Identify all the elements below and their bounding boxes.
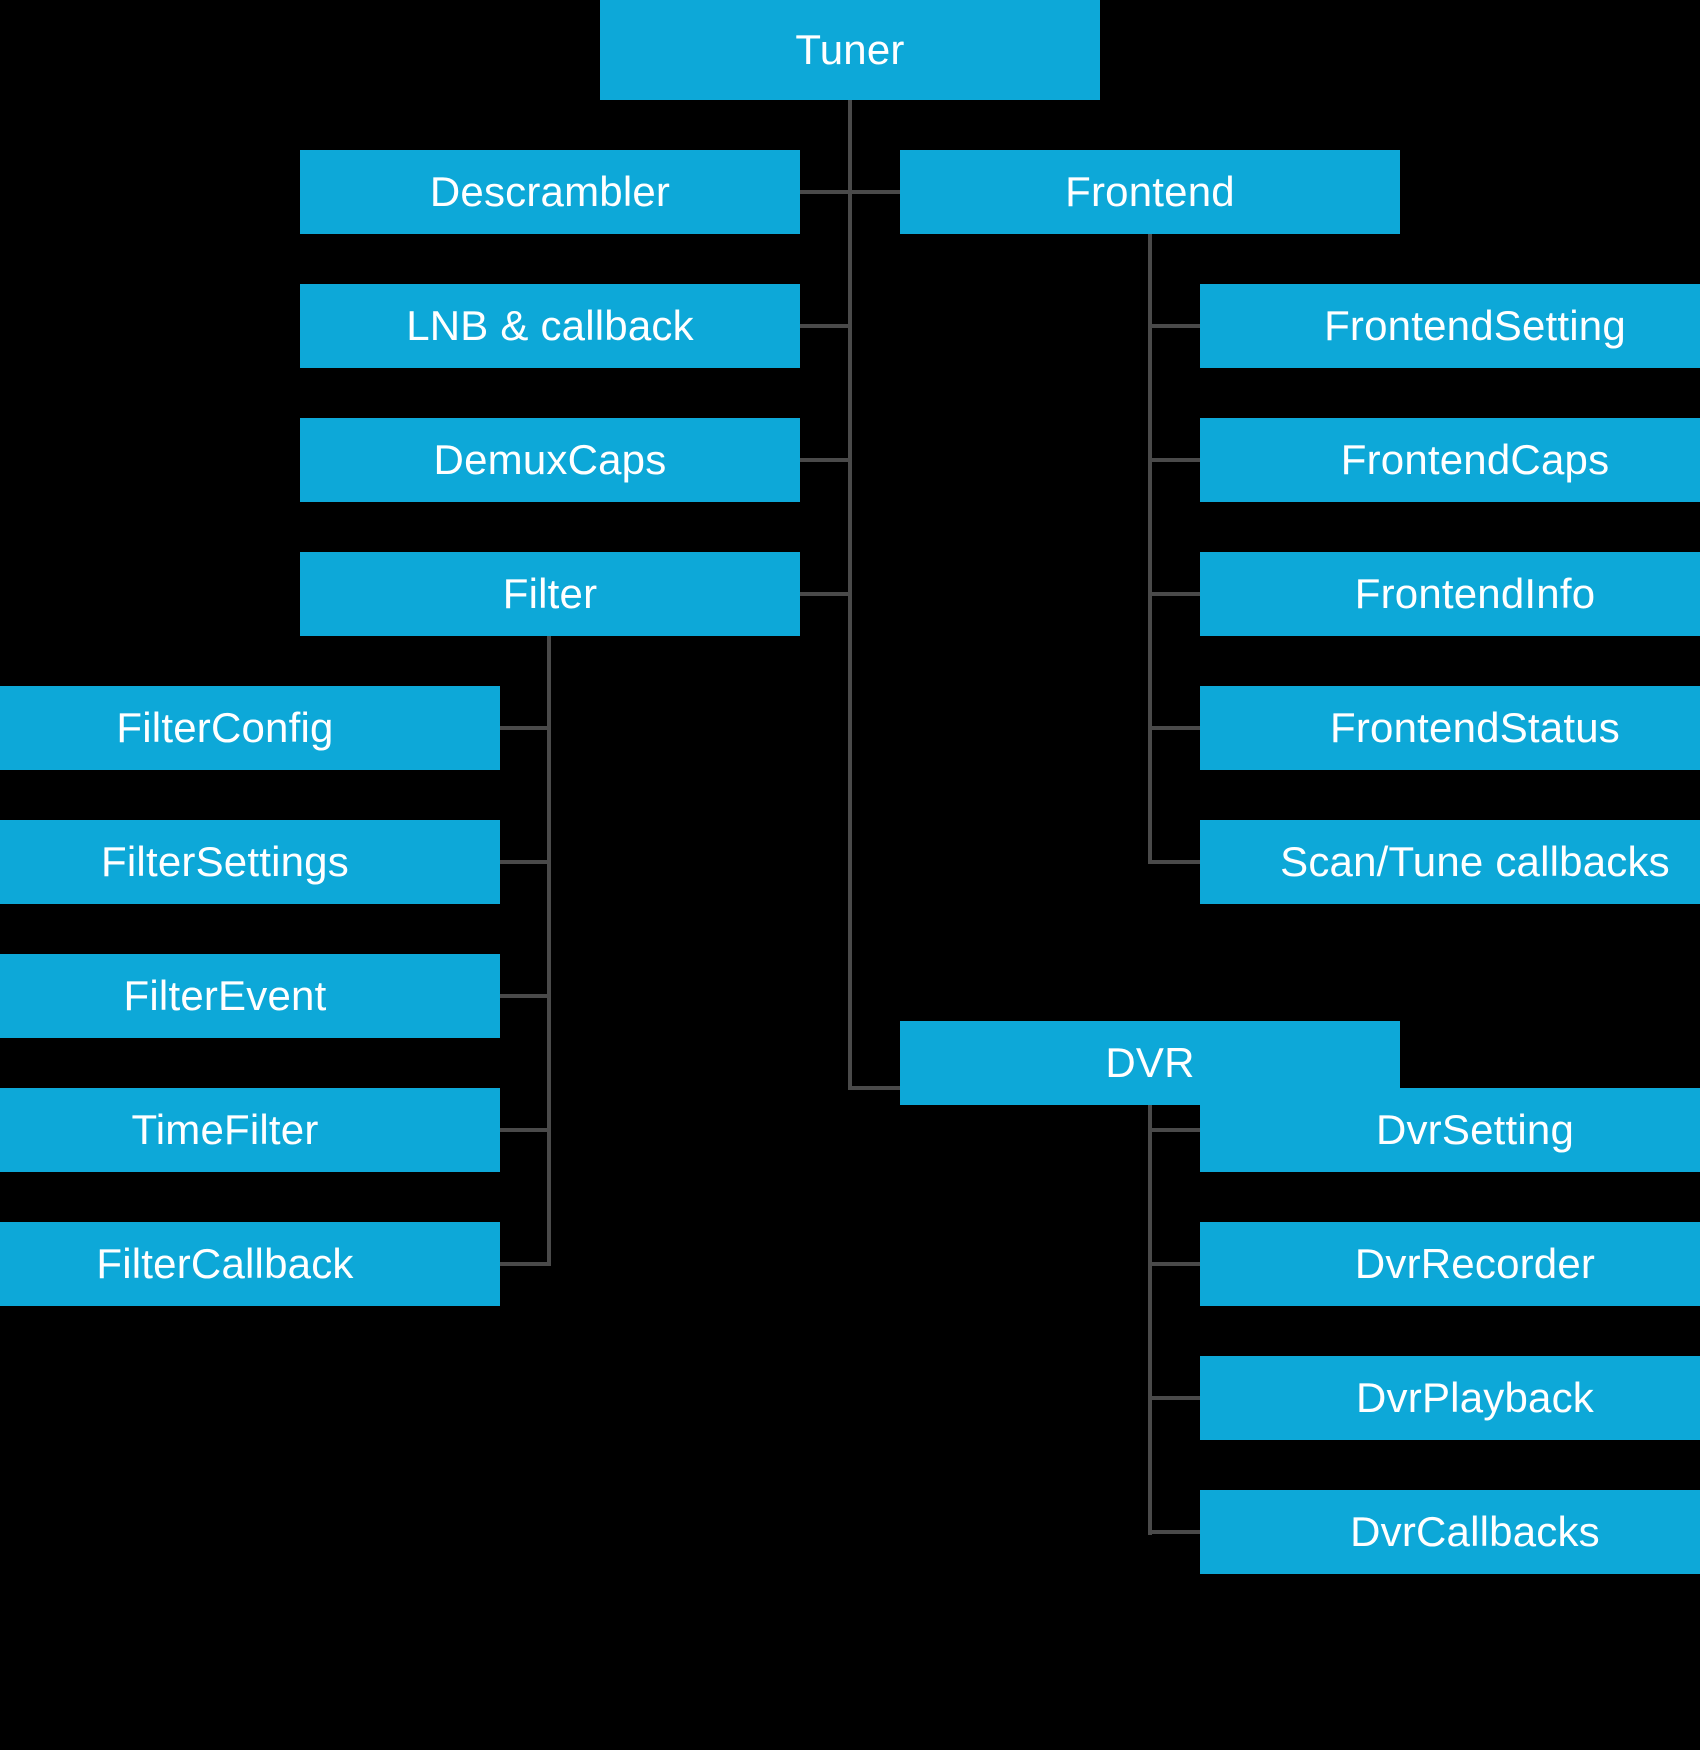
node-label: FrontendCaps: [1340, 436, 1610, 483]
node-dvrsetting[interactable]: DvrSetting: [1200, 1088, 1700, 1172]
connector-frontend-to-status: [1148, 726, 1204, 730]
node-lnb[interactable]: LNB & callback: [300, 284, 800, 368]
node-frontendstatus[interactable]: FrontendStatus: [1200, 686, 1700, 770]
node-label: Tuner: [795, 26, 905, 73]
node-label: DvrCallbacks: [1350, 1508, 1600, 1555]
connector-tuner-to-descrambler: [800, 190, 848, 194]
node-frontendsetting[interactable]: FrontendSetting: [1200, 284, 1700, 368]
node-demuxcaps[interactable]: DemuxCaps: [300, 418, 800, 502]
node-label: FilterConfig: [116, 704, 334, 751]
connector-filter-to-filterconfig: [500, 726, 551, 730]
connector-tuner-to-filter: [800, 592, 848, 596]
node-timefilter[interactable]: TimeFilter: [0, 1088, 500, 1172]
connector-filter-to-filtercallback: [500, 1262, 551, 1266]
connector-dvr-to-callbacks: [1148, 1530, 1204, 1534]
connector-dvr-to-setting: [1148, 1128, 1204, 1132]
node-tuner[interactable]: Tuner: [600, 0, 1100, 100]
node-dvrrecorder[interactable]: DvrRecorder: [1200, 1222, 1700, 1306]
node-descrambler[interactable]: Descrambler: [300, 150, 800, 234]
node-frontendinfo[interactable]: FrontendInfo: [1200, 552, 1700, 636]
connector-filter-to-filterevent: [500, 994, 551, 998]
node-frontend[interactable]: Frontend: [900, 150, 1400, 234]
connector-tuner-to-demuxcaps: [800, 458, 848, 462]
connector-dvr-trunk-vertical: [1148, 1105, 1152, 1535]
node-filterevent[interactable]: FilterEvent: [0, 954, 500, 1038]
node-label: LNB & callback: [406, 302, 694, 349]
connector-frontend-to-info: [1148, 592, 1204, 596]
connector-frontend-to-setting: [1148, 324, 1204, 328]
node-label: Filter: [502, 570, 598, 617]
node-label: DvrSetting: [1375, 1106, 1575, 1153]
node-dvrplayback[interactable]: DvrPlayback: [1200, 1356, 1700, 1440]
connector-tuner-to-dvr: [848, 1086, 904, 1090]
node-dvrcallbacks[interactable]: DvrCallbacks: [1200, 1490, 1700, 1574]
node-filter[interactable]: Filter: [300, 552, 800, 636]
connector-dvr-to-playback: [1148, 1396, 1204, 1400]
node-label: DvrRecorder: [1354, 1240, 1596, 1287]
connector-filter-to-filtersettings: [500, 860, 551, 864]
connector-dvr-to-recorder: [1148, 1262, 1204, 1266]
connector-tuner-trunk-vertical: [848, 100, 852, 1090]
node-label: Scan/Tune callbacks: [1280, 838, 1670, 885]
node-label: FilterCallback: [96, 1240, 354, 1287]
node-label: DemuxCaps: [433, 436, 667, 483]
node-label: FilterEvent: [123, 972, 327, 1019]
node-frontendcaps[interactable]: FrontendCaps: [1200, 418, 1700, 502]
node-label: FrontendSetting: [1324, 302, 1626, 349]
connector-tuner-to-lnb: [800, 324, 848, 328]
node-label: TimeFilter: [131, 1106, 319, 1153]
node-filterconfig[interactable]: FilterConfig: [0, 686, 500, 770]
connector-frontend-to-scantune: [1148, 860, 1204, 864]
node-label: FilterSettings: [101, 838, 349, 885]
connector-tuner-to-frontend: [848, 190, 904, 194]
node-label: FrontendStatus: [1330, 704, 1620, 751]
connector-frontend-trunk-vertical: [1148, 234, 1152, 862]
node-label: DvrPlayback: [1356, 1374, 1594, 1421]
node-label: Frontend: [1065, 168, 1235, 215]
node-label: FrontendInfo: [1354, 570, 1596, 617]
node-scantunecallbacks[interactable]: Scan/Tune callbacks: [1200, 820, 1700, 904]
connector-frontend-to-caps: [1148, 458, 1204, 462]
connector-filter-to-timefilter: [500, 1128, 551, 1132]
node-label: Descrambler: [429, 168, 671, 215]
node-label: DVR: [1105, 1039, 1195, 1086]
node-filtercallback[interactable]: FilterCallback: [0, 1222, 500, 1306]
connector-filter-trunk-vertical: [547, 636, 551, 1266]
node-filtersettings[interactable]: FilterSettings: [0, 820, 500, 904]
